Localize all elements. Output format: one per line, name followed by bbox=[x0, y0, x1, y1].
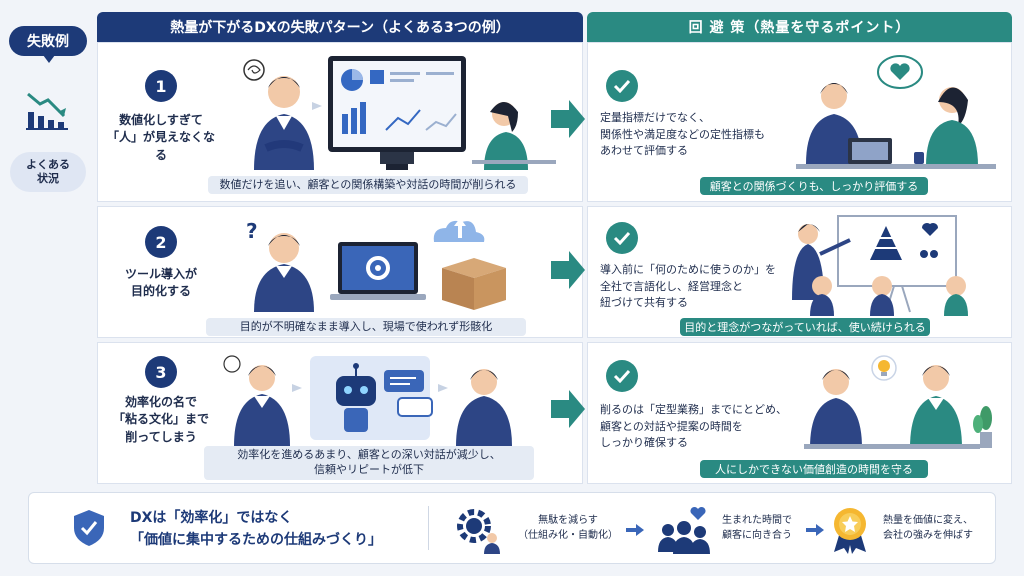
summary-step-3: 熱量を価値に変え、 会社の強みを伸ばす bbox=[870, 514, 986, 543]
pill-line: 状況 bbox=[37, 172, 59, 185]
solution-line: 定量指標だけでなく、 bbox=[600, 111, 710, 124]
pattern-number-2: 2 bbox=[145, 226, 177, 258]
right-arrow-icon bbox=[551, 100, 585, 138]
solution-line: 紐づけて共有する bbox=[600, 296, 688, 309]
step-line: 生まれた時間で bbox=[722, 515, 792, 526]
right-arrow-icon bbox=[551, 390, 585, 428]
arrow-right-icon bbox=[806, 524, 824, 536]
pattern-title-3: 効率化の名で 「粘る文化」まで 削ってしまう bbox=[106, 394, 216, 446]
data-overload-illustration bbox=[243, 56, 556, 170]
pattern-caption-1: 数値だけを追い、顧客との関係構築や対話の時間が削られる bbox=[208, 176, 528, 194]
laptop-gear-icon bbox=[330, 242, 426, 300]
title-line: 「粘る文化」まで bbox=[112, 412, 209, 427]
summary-step-1: 無駄を減らす （仕組み化・自動化） bbox=[514, 514, 622, 543]
solution-panel-1 bbox=[587, 42, 1012, 202]
step-line: 熱量を価値に変え、 bbox=[883, 515, 973, 526]
cloud-upload-icon bbox=[433, 218, 485, 242]
failure-patterns-header: 熱量が下がるDXの失敗パターン（よくある3つの例） bbox=[97, 12, 583, 42]
title-line: 数値化しすぎて bbox=[119, 113, 203, 127]
summary-line: DXは「効率化」ではなく bbox=[130, 510, 293, 526]
summary-divider bbox=[428, 506, 429, 550]
tool-adoption-illustration: ? bbox=[246, 218, 506, 312]
solution-caption-3: 人にしかできない価値創造の時間を守る bbox=[700, 460, 928, 478]
solution-text-1: 定量指標だけでなく、 関係性や満足度などの定性指標も あわせて評価する bbox=[600, 110, 790, 160]
summary-message: DXは「効率化」ではなく 「価値に集中するための仕組みづくり」 bbox=[130, 508, 382, 551]
step-line: 顧客に向き合う bbox=[722, 529, 792, 541]
pattern-title-1: 数値化しすぎて 「人」が見えなくなる bbox=[106, 112, 216, 164]
title-line: 効率化の名で bbox=[124, 395, 197, 409]
presentation-illustration bbox=[792, 215, 968, 316]
solution-line: 全社で言語化し、経営理念と bbox=[600, 279, 743, 293]
right-arrow-icon bbox=[551, 251, 585, 289]
whiteboard-icon bbox=[837, 215, 957, 313]
solution-line: 関係性や満足度などの定性指標も bbox=[600, 127, 765, 141]
question-mark-icon: ? bbox=[246, 219, 258, 243]
solution-caption-1: 顧客との関係づくりも、しっかり評価する bbox=[700, 177, 928, 195]
confused-person-icon bbox=[243, 59, 314, 170]
pill-line: よくある bbox=[26, 158, 70, 172]
common-situation-label: よくある状況 bbox=[10, 152, 86, 192]
caption-line: 信頼やリピートが低下 bbox=[313, 463, 424, 476]
pattern-caption-3: 効率化を進めるあまり、顧客との深い対話が減少し、信頼やリピートが低下 bbox=[204, 446, 534, 480]
check-icon bbox=[606, 70, 638, 102]
gear-person-icon bbox=[457, 509, 500, 554]
caption-line: 効率化を進めるあまり、顧客との深い対話が減少し、 bbox=[237, 448, 501, 462]
summary-step-2: 生まれた時間で 顧客に向き合う bbox=[712, 514, 802, 543]
step-line: 無駄を減らす bbox=[538, 515, 598, 526]
solution-line: 導入前に「何のために使うのか」を bbox=[600, 263, 776, 276]
countermeasures-header: 回 避 策（熱量を守るポイント） bbox=[587, 12, 1012, 42]
pattern-number-3: 3 bbox=[145, 356, 177, 388]
team-heart-icon bbox=[658, 506, 710, 554]
arrow-right-icon bbox=[626, 524, 644, 536]
shield-check-icon bbox=[74, 510, 104, 546]
chat-bubble-icon bbox=[384, 370, 433, 417]
dashboard-monitor-icon bbox=[328, 56, 466, 170]
consultation-illustration bbox=[804, 355, 992, 449]
lightbulb-icon bbox=[871, 355, 897, 381]
heart-bubble-icon bbox=[877, 55, 923, 89]
pattern-number-1: 1 bbox=[145, 70, 177, 102]
summary-line: 「価値に集中するための仕組みづくり」 bbox=[130, 531, 382, 548]
solution-caption-2: 目的と理念がつながっていれば、使い続けられる bbox=[680, 318, 930, 336]
step-line: 会社の強みを伸ばす bbox=[883, 529, 973, 541]
pattern-caption-2: 目的が不明確なまま導入し、現場で使われず形骸化 bbox=[206, 318, 526, 336]
solution-line: しっかり確保する bbox=[600, 436, 688, 449]
pattern-title-2: ツール導入が 目的化する bbox=[106, 266, 216, 301]
solution-line: 削るのは「定型業務」までにとどめ、 bbox=[600, 403, 787, 416]
title-line: 目的化する bbox=[130, 284, 191, 299]
automation-illustration bbox=[223, 355, 512, 446]
declining-chart-icon bbox=[26, 92, 68, 130]
customer-meeting-illustration bbox=[796, 55, 996, 169]
check-icon bbox=[606, 222, 638, 254]
check-icon bbox=[606, 360, 638, 392]
solution-text-2: 導入前に「何のために使うのか」を 全社で言語化し、経営理念と 紐づけて共有する bbox=[600, 262, 790, 312]
award-medal-icon bbox=[834, 508, 866, 554]
title-line: 「人」が見えなくなる bbox=[106, 130, 215, 162]
title-line: 削ってしまう bbox=[125, 429, 197, 444]
title-line: ツール導入が bbox=[124, 267, 197, 281]
worker-at-desk-icon bbox=[472, 102, 556, 170]
step-line: （仕組み化・自動化） bbox=[518, 529, 618, 541]
cardboard-box-icon bbox=[442, 258, 506, 310]
failure-badge: 失敗例 bbox=[9, 26, 87, 63]
solution-line: 顧客との対話や提案の時間を bbox=[600, 419, 743, 433]
plant-icon bbox=[973, 406, 992, 448]
solution-line: あわせて評価する bbox=[600, 144, 688, 157]
solution-text-3: 削るのは「定型業務」までにとどめ、 顧客との対話や提案の時間を しっかり確保する bbox=[600, 402, 800, 452]
